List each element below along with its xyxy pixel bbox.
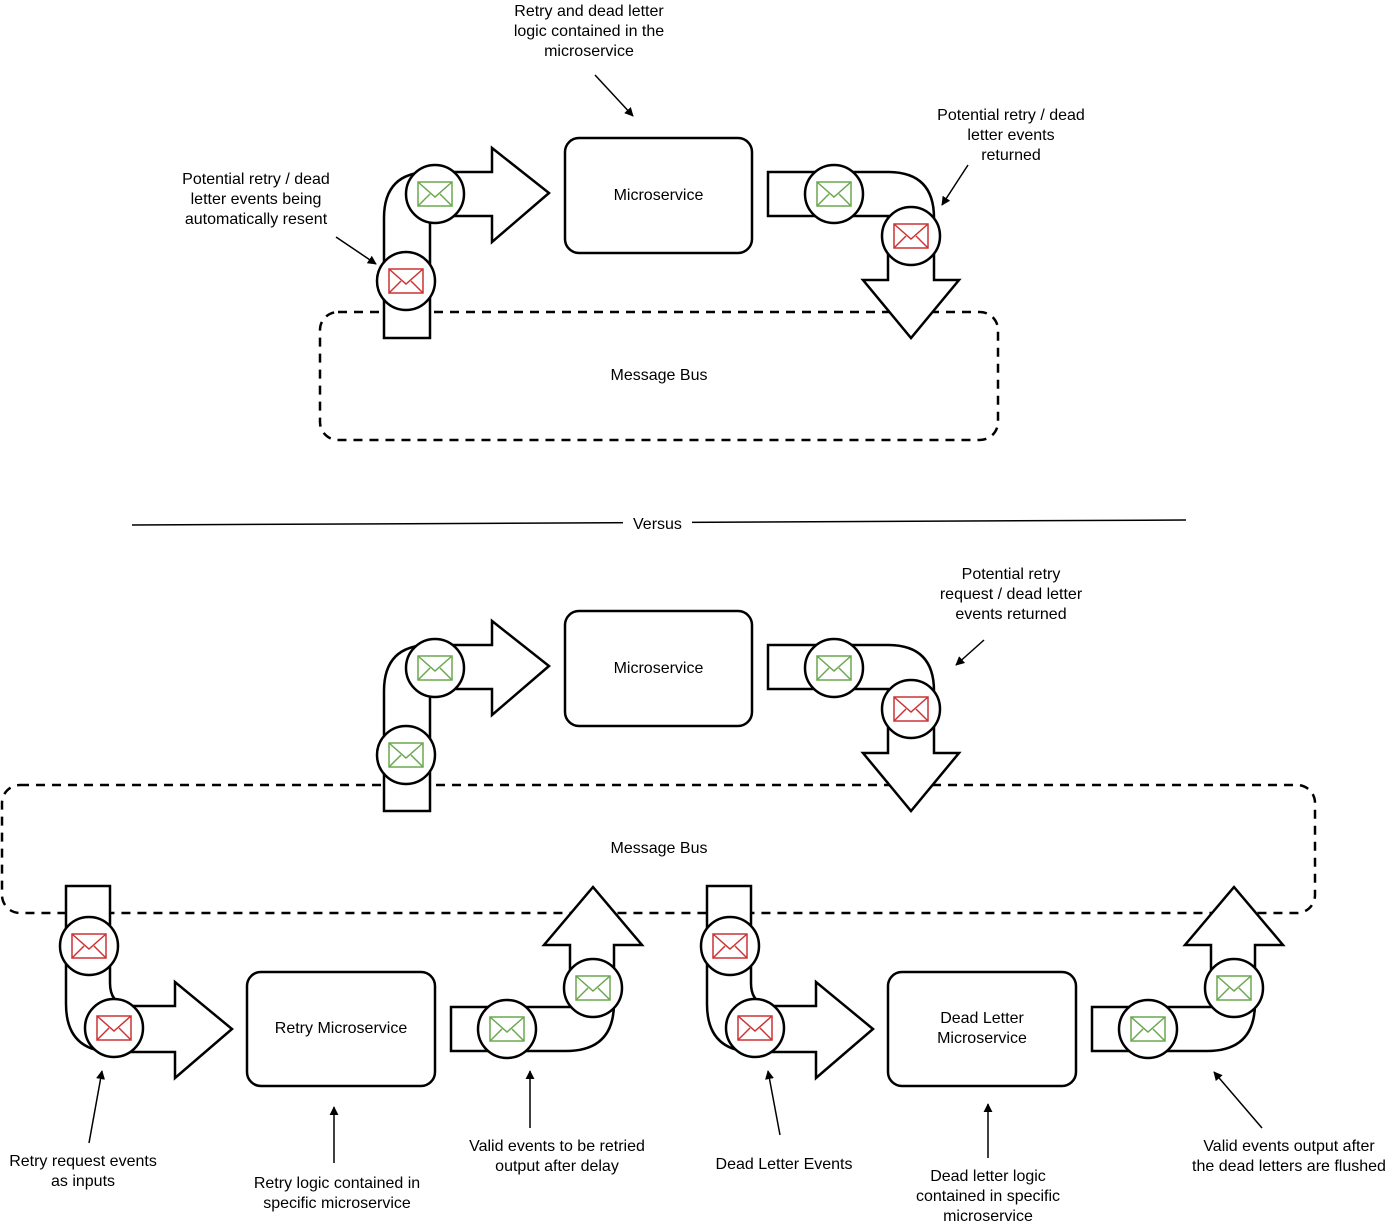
callout-arrow-dead-letter-output xyxy=(1213,1071,1263,1129)
callout-retry-logic: Retry logic contained in specific micros… xyxy=(253,1175,421,1212)
callout-dead-letter-output: Valid events output after the dead lette… xyxy=(1192,1138,1386,1175)
pipe-arrow-bus-to-dead-letter xyxy=(705,884,875,1081)
envelope-icon xyxy=(1117,998,1179,1060)
message-bus-label-top: Message Bus xyxy=(610,367,708,384)
microservice-label-top: Microservice xyxy=(613,186,704,204)
callout-arrow-retry-inputs xyxy=(88,1070,105,1144)
callout-arrow-logic-top xyxy=(594,74,634,117)
callout-arrow-returned-top xyxy=(941,164,969,206)
envelope-icon xyxy=(724,997,786,1059)
callout-retry-output: Valid events to be retried output after … xyxy=(469,1138,645,1175)
callout-dead-letter-events: Dead Letter Events xyxy=(715,1156,853,1173)
dead-letter-microservice-label: Dead Letter Microservice xyxy=(937,1010,1027,1047)
callout-arrow-resent-top xyxy=(335,236,377,265)
envelope-icon xyxy=(476,998,538,1060)
envelope-icon xyxy=(375,724,437,786)
callout-arrow-dead-letter-events xyxy=(765,1070,781,1136)
envelope-icon xyxy=(83,997,145,1059)
microservice-box-top xyxy=(563,136,754,255)
callout-dead-letter-logic: Dead letter logic contained in specific … xyxy=(915,1168,1061,1225)
microservice-box-bottom xyxy=(563,609,754,728)
callout-returned-top: Potential retry / dead letter events ret… xyxy=(937,107,1085,164)
retry-microservice-box xyxy=(245,970,437,1088)
envelope-icon xyxy=(880,678,942,740)
divider-label: Versus xyxy=(623,515,692,535)
envelope-icon xyxy=(562,957,624,1019)
envelope-icon xyxy=(404,163,466,225)
envelope-icon xyxy=(404,637,466,699)
callout-logic-top: Retry and dead letter logic contained in… xyxy=(513,3,665,60)
callout-retry-inputs: Retry request events as inputs xyxy=(9,1153,157,1190)
message-bus-top xyxy=(318,310,1000,442)
microservice-label-bottom: Microservice xyxy=(613,659,704,677)
envelope-icon xyxy=(803,637,865,699)
envelope-icon xyxy=(375,250,437,312)
dead-letter-microservice-box xyxy=(886,970,1078,1088)
envelope-icon xyxy=(699,915,761,977)
envelope-icon xyxy=(803,163,865,225)
pipe-arrow-bus-to-retry xyxy=(64,884,234,1081)
envelope-icon xyxy=(58,915,120,977)
envelope-icon xyxy=(1203,957,1265,1019)
envelope-icon xyxy=(880,205,942,267)
message-bus-bottom xyxy=(0,783,1317,915)
callout-returned-bottom: Potential retry request / dead letter ev… xyxy=(939,566,1083,623)
message-bus-label-bottom: Message Bus xyxy=(610,840,708,857)
callout-arrow-returned-bottom xyxy=(955,639,985,666)
retry-microservice-label: Retry Microservice xyxy=(274,1020,408,1037)
callout-resent-top: Potential retry / dead letter events bei… xyxy=(182,171,330,228)
